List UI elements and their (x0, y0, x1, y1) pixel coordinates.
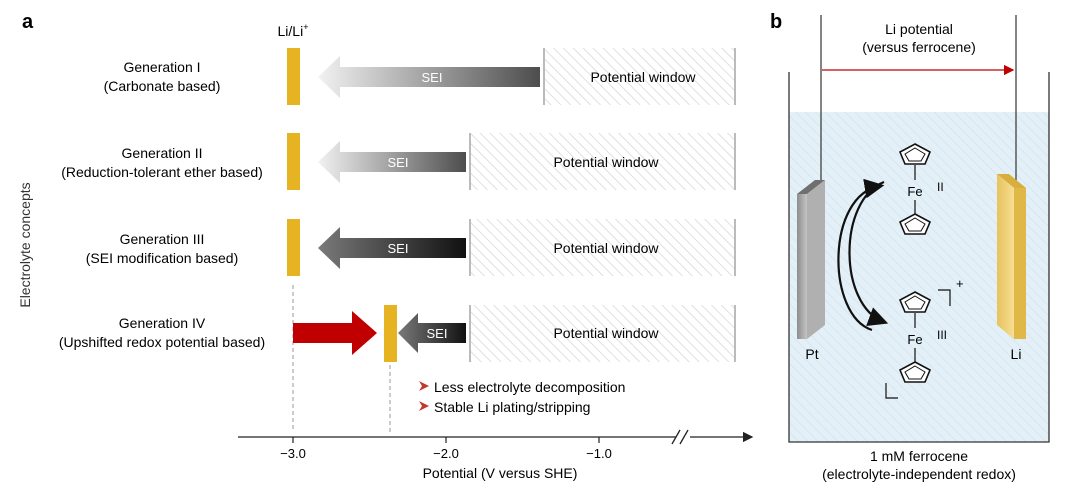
x-tick-label: −3.0 (280, 446, 306, 461)
panel-b-label: b (770, 11, 782, 33)
upshift-red-arrow (293, 311, 377, 355)
sei-label: SEI (422, 70, 443, 85)
beaker (788, 72, 1050, 443)
window-label: Potential window (590, 69, 696, 85)
sei-arrow (318, 56, 540, 98)
generation-3-row: Generation III (SEI modification based) … (86, 219, 736, 276)
generation-subtitle: (Reduction-tolerant ether based) (61, 164, 263, 180)
sei-label: SEI (388, 155, 409, 170)
sei-arrow (398, 313, 466, 353)
potential-window (470, 133, 735, 190)
oxidation-state-iii: III (937, 328, 947, 342)
potential-window (470, 305, 735, 362)
benefit-item: Less electrolyte decomposition (434, 379, 625, 395)
sei-arrow (318, 227, 466, 269)
generation-title: Generation I (123, 59, 200, 75)
sei-label: SEI (388, 241, 409, 256)
generation-title: Generation III (120, 231, 205, 247)
charge-sign: + (956, 276, 964, 291)
li-label: Li (1011, 346, 1022, 362)
window-label: Potential window (553, 154, 659, 170)
pt-electrode (797, 194, 807, 339)
generation-subtitle: (SEI modification based) (86, 250, 239, 266)
x-axis-label: Potential (V versus SHE) (423, 465, 578, 481)
li-bar-upshifted (384, 305, 397, 362)
benefits-list: Less electrolyte decomposition Stable Li… (419, 379, 625, 415)
ferrocenium-molecule: Fe III + (885, 276, 964, 399)
oxidation-state-ii: II (937, 180, 944, 194)
li-electrode (997, 174, 1014, 339)
window-label: Potential window (553, 325, 659, 341)
sei-arrow (318, 141, 466, 183)
chevron-right-icon (419, 401, 429, 411)
potential-window (470, 219, 735, 276)
bracket-top (938, 289, 951, 306)
li-bar (287, 48, 300, 105)
li-ref-label: Li/Li+ (278, 22, 309, 39)
li-bar (287, 219, 300, 276)
li-potential-subtitle: (versus ferrocene) (862, 39, 976, 55)
window-label: Potential window (553, 240, 659, 256)
generation-4-row: Generation IV (Upshifted redox potential… (59, 305, 736, 362)
li-potential-title: Li potential (885, 21, 953, 37)
ferrocene-molecule: Fe II (898, 143, 944, 235)
li-bar (287, 133, 300, 190)
x-tick-label: −2.0 (433, 446, 459, 461)
fe-label: Fe (907, 332, 922, 347)
x-tick-label: −1.0 (586, 446, 612, 461)
y-axis-label: Electrolyte concepts (17, 182, 33, 307)
axis-break-icon (671, 429, 681, 445)
potential-window (544, 48, 735, 105)
bracket-bottom (885, 383, 898, 399)
ferrocene-note: (electrolyte-independent redox) (822, 466, 1016, 482)
generation-1-row: Generation I (Carbonate based) SEI Poten… (104, 48, 736, 105)
generation-2-row: Generation II (Reduction-tolerant ether … (61, 133, 736, 190)
x-axis: −3.0 −2.0 −1.0 Potential (V versus SHE) (238, 429, 754, 481)
generation-title: Generation II (122, 145, 203, 161)
oxidation-arrow (837, 178, 885, 332)
chevron-right-icon (419, 381, 429, 391)
panel-a-label: a (22, 11, 34, 33)
generation-subtitle: (Carbonate based) (104, 78, 221, 94)
benefit-item: Stable Li plating/stripping (434, 399, 590, 415)
sei-label: SEI (427, 326, 448, 341)
pt-label: Pt (805, 346, 818, 362)
fe-label: Fe (907, 184, 922, 199)
ferrocene-concentration: 1 mM ferrocene (870, 448, 968, 464)
generation-title: Generation IV (119, 315, 206, 331)
generation-subtitle: (Upshifted redox potential based) (59, 334, 265, 350)
